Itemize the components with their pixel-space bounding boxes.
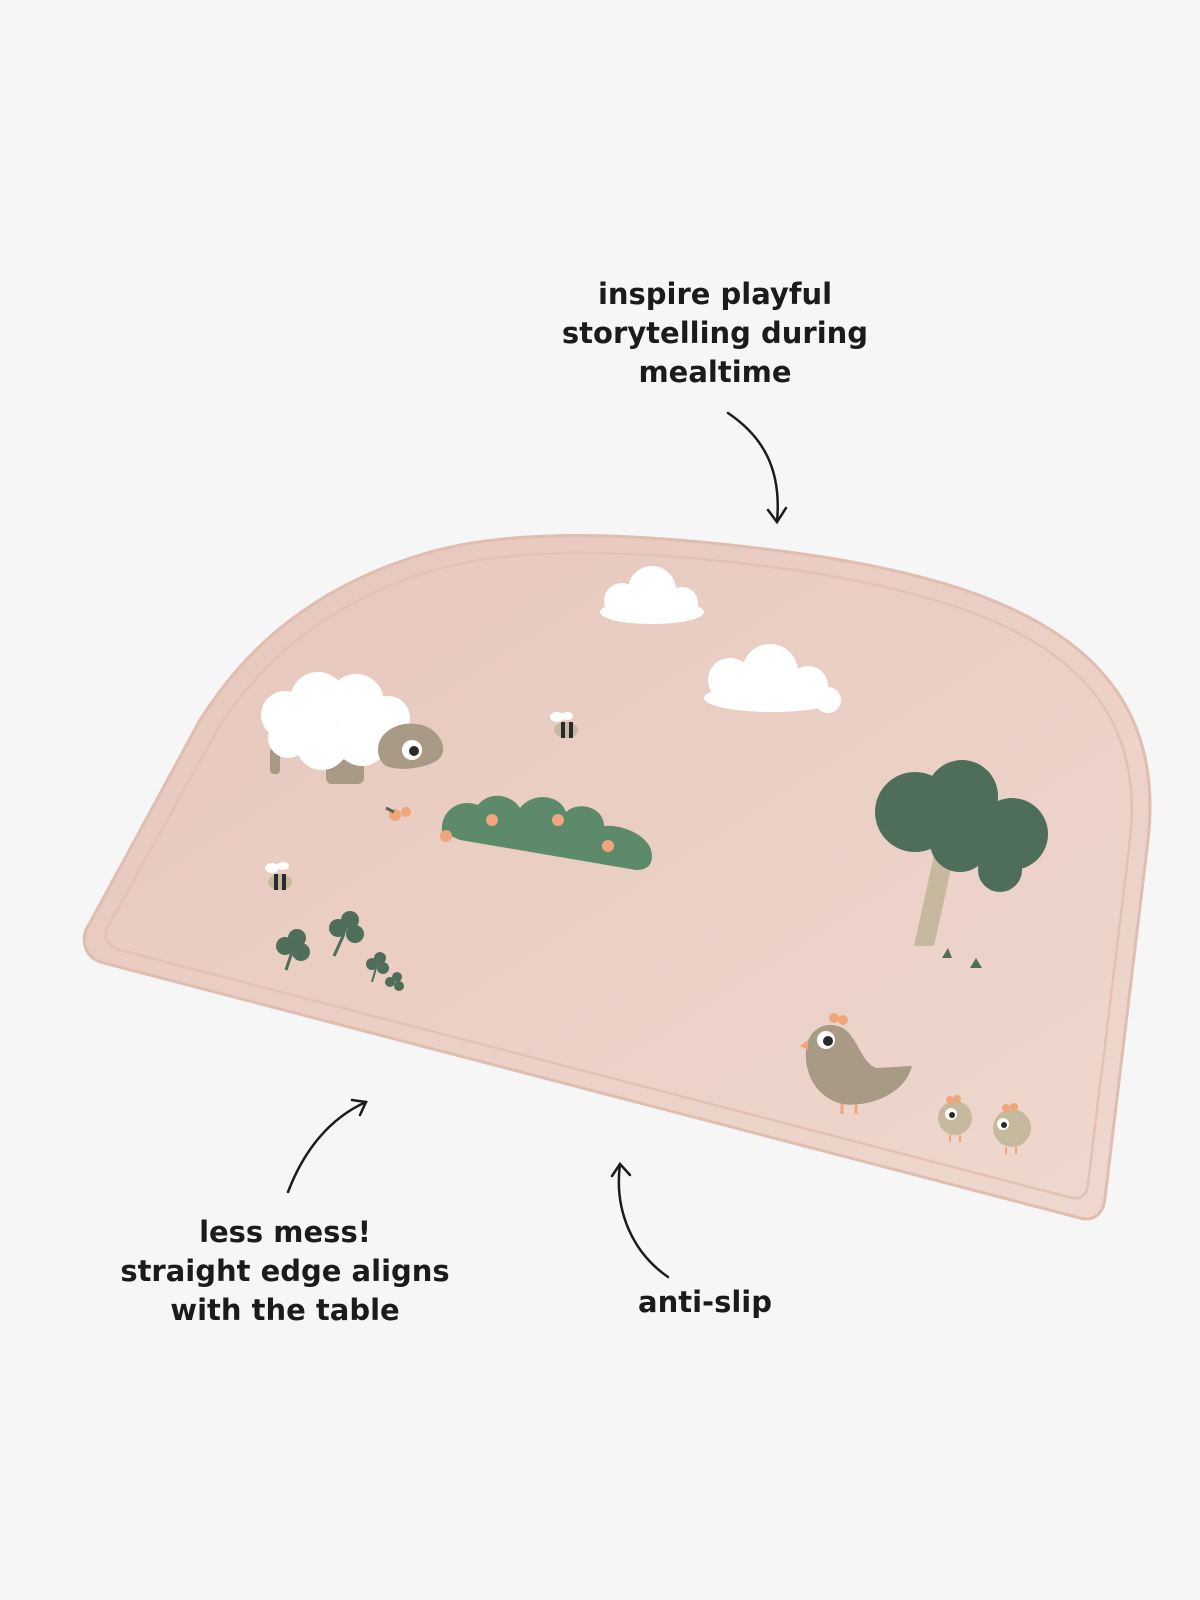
bee-icon xyxy=(265,862,292,890)
callout-line: with the table xyxy=(170,1293,400,1327)
cloud-icon xyxy=(704,644,841,713)
arrow-icon xyxy=(286,1098,368,1194)
carrot-icon xyxy=(385,806,411,821)
callout-line: inspire playful xyxy=(597,277,833,311)
bush-icon xyxy=(440,795,652,870)
sheep-icon xyxy=(261,672,444,784)
placemat-rim xyxy=(104,551,1133,1200)
callout-line: mealtime xyxy=(638,355,792,389)
chick-icon xyxy=(938,1095,972,1142)
clover-icon xyxy=(276,911,404,991)
callout-line: anti-slip xyxy=(638,1285,772,1319)
arrow-icon xyxy=(610,1161,670,1279)
callout-less-mess: less mess! straight edge aligns with the… xyxy=(80,1213,490,1330)
callout-storytelling: inspire playful storytelling during meal… xyxy=(500,275,930,392)
bee-icon xyxy=(550,712,578,738)
callout-line: less mess! xyxy=(199,1215,371,1249)
tree-icon xyxy=(875,760,1048,968)
callout-anti-slip: anti-slip xyxy=(580,1283,830,1322)
cloud-icon xyxy=(600,566,704,624)
arrow-icon xyxy=(726,411,788,525)
callout-line: straight edge aligns xyxy=(120,1254,450,1288)
chick-icon xyxy=(993,1103,1031,1154)
callout-line: storytelling during xyxy=(561,316,869,350)
hen-icon xyxy=(800,1013,912,1114)
